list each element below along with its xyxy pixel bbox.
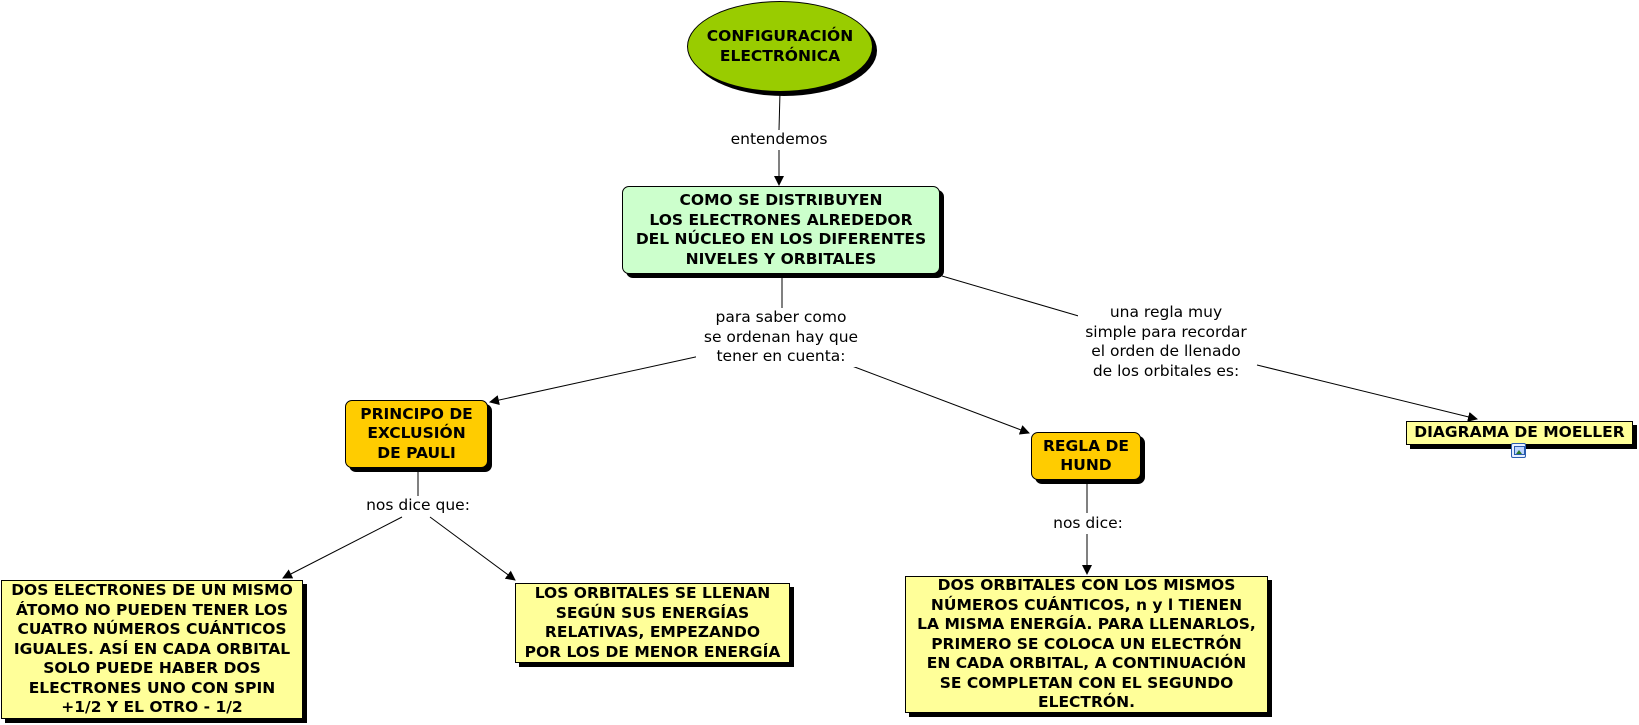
concept-distribucion-electrones[interactable]: COMO SE DISTRIBUYEN LOS ELECTRONES ALRED…: [622, 186, 940, 274]
link-label-nos-dice: nos dice:: [1044, 514, 1132, 534]
link-label-nos-dice-que: nos dice que:: [358, 496, 478, 516]
link-label-entendemos: entendemos: [726, 130, 832, 150]
line-parasaber-pauli: [489, 355, 701, 405]
line-nosdiceque-paulidesc: [282, 516, 403, 579]
concept-pauli-descripcion[interactable]: DOS ELECTRONES DE UN MISMO ÁTOMO NO PUED…: [1, 580, 303, 719]
line-distribution-unaregla: [941, 275, 1083, 318]
image-attachment-icon[interactable]: [1511, 443, 1526, 458]
concept-diagrama-moeller[interactable]: DIAGRAMA DE MOELLER: [1406, 421, 1633, 445]
line-unaregla-moeller: [1256, 364, 1478, 422]
concept-principio-exclusion-pauli[interactable]: PRINCIPO DE EXCLUSIÓN DE PAULI: [345, 400, 488, 468]
concept-regla-hund[interactable]: REGLA DE HUND: [1031, 432, 1141, 480]
concept-configuracion-electronica[interactable]: CONFIGURACIÓN ELECTRÓNICA: [687, 1, 873, 92]
link-label-para-saber: para saber como se ordenan hay que tener…: [696, 308, 866, 367]
line-parasaber-hund: [851, 365, 1030, 435]
concept-orbitales-energia[interactable]: LOS ORBITALES SE LLENAN SEGÚN SUS ENERGÍ…: [515, 583, 790, 663]
concept-hund-descripcion[interactable]: DOS ORBITALES CON LOS MISMOS NÚMEROS CUÁ…: [905, 576, 1268, 713]
line-root-entendemos: [778, 91, 781, 131]
link-label-una-regla: una regla muy simple para recordar el or…: [1078, 303, 1254, 381]
line-nosdiceque-energydesc: [429, 516, 516, 581]
